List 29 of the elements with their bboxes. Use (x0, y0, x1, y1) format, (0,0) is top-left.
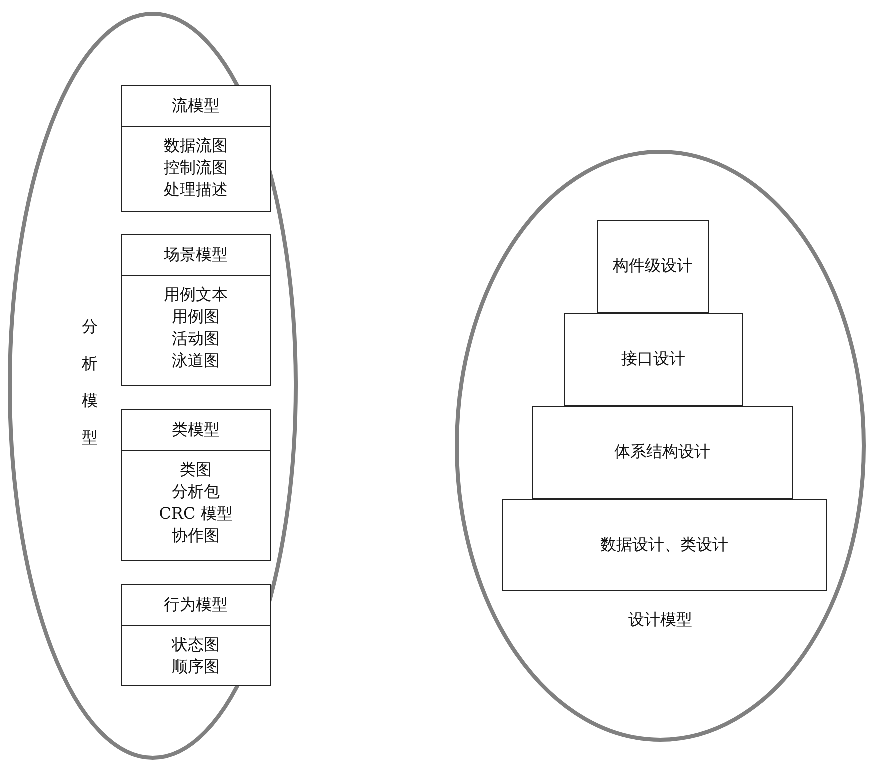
model-box (121, 85, 271, 212)
pyramid-tier: 体系结构设计 (532, 406, 793, 499)
list-item: 状态图 (170, 634, 221, 656)
model-box (121, 234, 271, 386)
model-box (121, 584, 271, 686)
list-item: 控制流图 (163, 157, 229, 179)
oval-region (455, 150, 866, 742)
list-item: 分析包 (171, 481, 221, 503)
pyramid-tier: 数据设计、类设计 (502, 499, 827, 591)
list-item: CRC 模型 (158, 503, 234, 525)
box-heading: 场景模型 (122, 235, 270, 276)
list-item: 用例图 (171, 306, 221, 328)
box-heading: 流模型 (122, 86, 270, 127)
list-item: 活动图 (171, 328, 221, 350)
list-item: 顺序图 (171, 656, 221, 678)
box-heading: 行为模型 (122, 585, 270, 626)
pyramid-tier: 接口设计 (564, 313, 743, 406)
list-item: 用例文本 (163, 284, 229, 306)
pyramid-tier: 构件级设计 (597, 220, 709, 313)
region-label: 设计模型 (628, 610, 694, 631)
list-item: 泳道图 (171, 350, 221, 372)
list-item: 数据流图 (163, 135, 229, 157)
region-label: 分析模型 (82, 316, 98, 449)
list-item: 处理描述 (163, 179, 229, 201)
oval-region (8, 12, 298, 760)
list-item: 类图 (179, 459, 213, 481)
box-heading: 类模型 (122, 410, 270, 451)
model-box (121, 409, 271, 561)
list-item: 协作图 (171, 525, 221, 547)
